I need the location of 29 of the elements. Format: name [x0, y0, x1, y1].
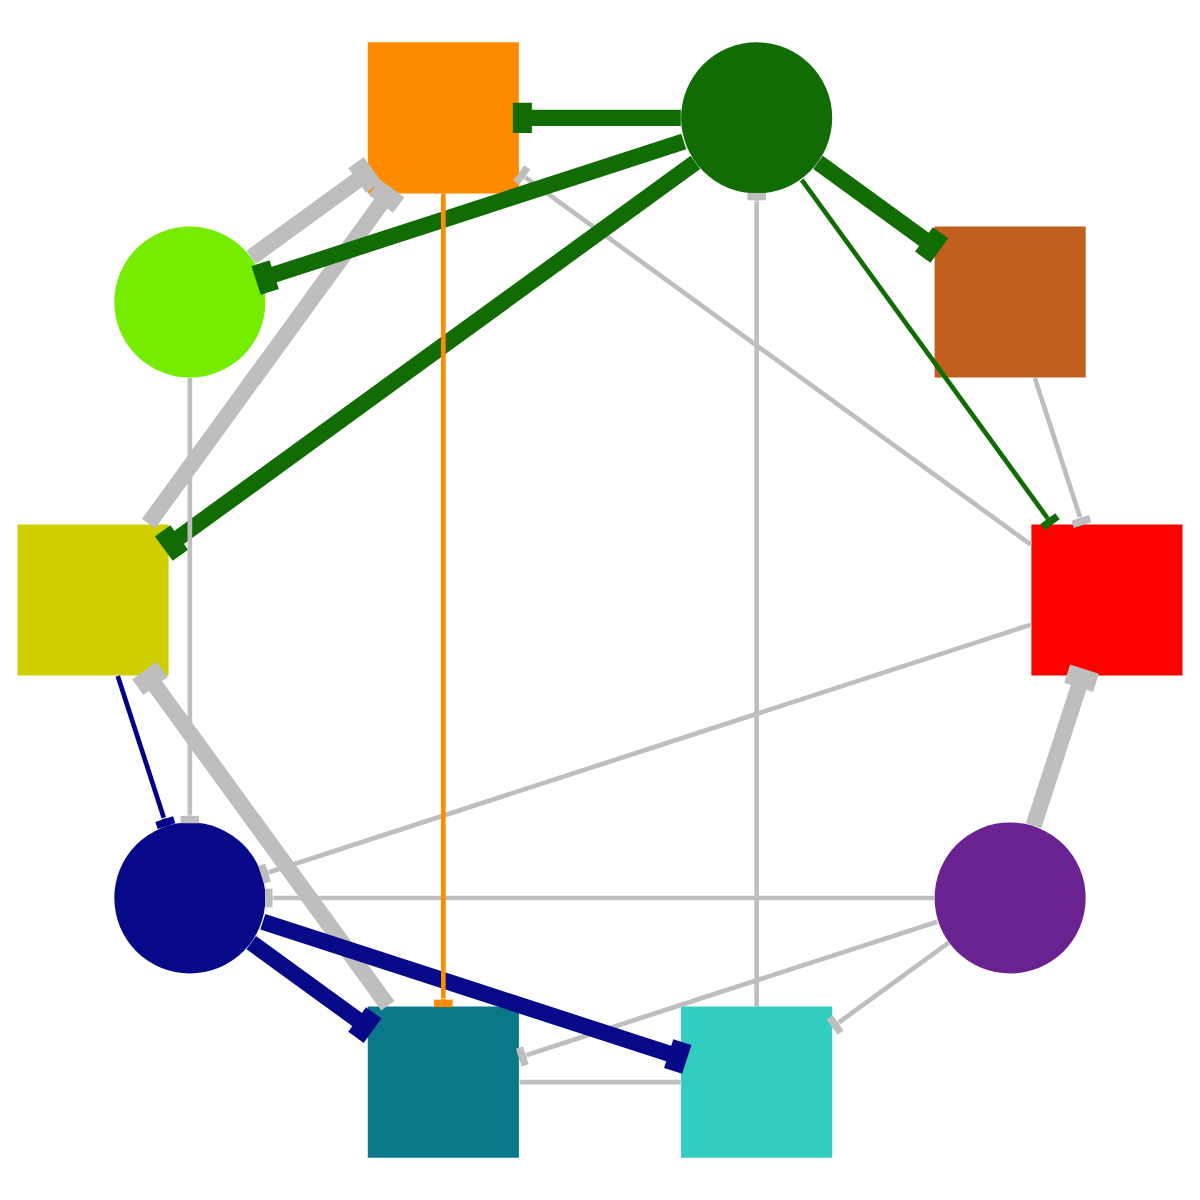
connector: [258, 622, 1032, 884]
node-box: [934, 226, 1086, 378]
node-circle: [114, 226, 266, 378]
connector: [515, 919, 938, 1067]
connector: [251, 133, 687, 295]
node-circle: [934, 822, 1086, 974]
connector: [747, 192, 766, 1007]
connector: [246, 157, 382, 264]
node-box: [17, 524, 169, 676]
node-box: [1031, 524, 1183, 676]
connector: [260, 913, 692, 1074]
connector: [1025, 664, 1099, 829]
connector: [141, 179, 405, 529]
node-circle: [681, 42, 833, 194]
connector: [826, 940, 951, 1035]
connector: [512, 102, 681, 133]
connector: [115, 675, 176, 829]
connector: [813, 155, 949, 263]
connector: [1032, 377, 1092, 528]
connector: [519, 1079, 681, 1085]
node-circle: [114, 822, 266, 974]
connector: [434, 193, 453, 1008]
connector: [154, 155, 701, 561]
node-box: [367, 1006, 519, 1158]
node-box: [367, 42, 519, 194]
connector: [246, 936, 382, 1043]
connector: [513, 165, 1033, 547]
connector: [799, 178, 1060, 531]
node-box: [681, 1006, 833, 1158]
